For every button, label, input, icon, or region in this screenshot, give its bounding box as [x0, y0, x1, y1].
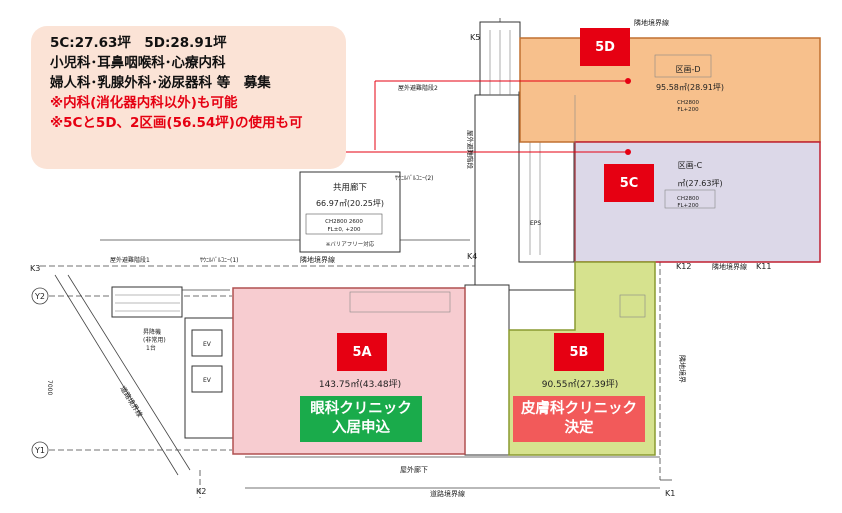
label-k3: K3	[30, 264, 40, 273]
unit-5b-status-line1: 皮膚科クリニック	[521, 401, 637, 417]
unit-5d-area	[519, 37, 821, 143]
unit-5c-area-text: ㎡(27.63坪)	[677, 179, 722, 188]
label-outdoor-stair-left: 屋外避難階段1	[110, 256, 150, 264]
corridor-area: 66.97㎡(20.25坪)	[316, 199, 384, 208]
unit-tag-5b: 5B	[554, 333, 604, 371]
label-stair-vertical: 屋外避難階段	[466, 130, 475, 170]
corridor-spec1: CH2800 2600	[325, 219, 363, 225]
unit-5c-spec2: FL+200	[677, 203, 699, 209]
label-eps: EPS	[530, 220, 541, 227]
label-outdoor-corridor: 屋外廊下	[400, 465, 428, 474]
label-dim-left: 7000	[46, 380, 53, 395]
label-k5: K5	[470, 33, 480, 42]
unit-5a-area-text: 143.75㎡(43.48坪)	[319, 379, 401, 390]
corridor-title: 共用廊下	[333, 182, 368, 193]
label-balcony-left: ｻｳﾆﾙﾊﾞﾙｺﾆｰ(1)	[200, 257, 239, 264]
unit-5c-name: 区画-C	[678, 161, 703, 170]
note-line-2: 小児科･耳鼻咽喉科･心療内科	[50, 55, 226, 71]
label-ev-hall-sub: (非常用)	[143, 336, 166, 344]
unit-5d-name: 区画-D	[675, 65, 700, 74]
label-ev-hall-sub2: 1台	[146, 344, 156, 352]
label-road-boundary-left: 道路境界線	[118, 384, 144, 418]
note-line-4: ※内科(消化器内科以外)も可能	[50, 95, 238, 111]
unit-5a-status-line2: 入居申込	[332, 420, 390, 436]
label-k2: K2	[196, 487, 206, 496]
unit-5d-spec1: CH2800	[677, 100, 699, 106]
label-boundary-mid: 隣地境界線	[712, 262, 747, 271]
label-road-boundary: 道路境界線	[430, 489, 465, 498]
label-balcony-mid: ｻｳﾆﾙﾊﾞﾙｺﾆｰ(2)	[395, 175, 434, 182]
label-boundary-right: 隣地境界	[678, 355, 687, 383]
unit-tag-5a: 5A	[337, 333, 387, 371]
unit-5a-status-line1: 眼科クリニック	[310, 401, 412, 417]
label-k1: K1	[665, 489, 675, 498]
note-line-3: 婦人科･乳腺外科･泌尿器科 等 募集	[50, 75, 271, 91]
note-line-5: ※5Cと5D、2区画(56.54坪)の使用も可	[50, 115, 303, 131]
label-k12: K12	[676, 262, 691, 271]
note-line-1: 5C:27.63坪 5D:28.91坪	[50, 35, 227, 51]
unit-5c-spec1: CH2800	[677, 196, 699, 202]
unit-5d-spec2: FL+200	[677, 107, 699, 113]
label-ev1: EV	[203, 341, 212, 348]
corridor-info-box: 共用廊下 66.97㎡(20.25坪) CH2800 2600 FL±0, +2…	[299, 171, 401, 253]
label-k11: K11	[756, 262, 771, 271]
unit-5c-area	[574, 141, 821, 263]
label-y2: Y2	[34, 292, 45, 301]
unit-5a-status-badge: 眼科クリニック 入居申込	[300, 396, 422, 442]
unit-5b-status-line2: 決定	[564, 420, 594, 436]
label-ev-hall: 昇降機	[143, 328, 161, 336]
corridor-spec2: FL±0, +200	[328, 227, 361, 233]
unit-5b-area-text: 90.55㎡(27.39坪)	[542, 379, 619, 390]
unit-tag-5c: 5C	[604, 164, 654, 202]
label-boundary-top: 隣地境界線	[634, 18, 669, 27]
label-boundary-k3: 隣地境界線	[300, 255, 335, 264]
label-k4: K4	[467, 252, 477, 261]
label-ev2: EV	[203, 377, 212, 384]
label-y1: Y1	[34, 446, 45, 455]
corridor-note: ※バリアフリー対応	[326, 240, 375, 248]
label-outdoor-stair-top: 屋外避難階段2	[398, 84, 438, 92]
unit-5b-status-badge: 皮膚科クリニック 決定	[513, 396, 645, 442]
recruitment-note: 5C:27.63坪 5D:28.91坪 小児科･耳鼻咽喉科･心療内科 婦人科･乳…	[31, 26, 346, 169]
unit-tag-5d: 5D	[580, 28, 630, 66]
unit-5d-area-text: 95.58㎡(28.91坪)	[656, 83, 724, 92]
